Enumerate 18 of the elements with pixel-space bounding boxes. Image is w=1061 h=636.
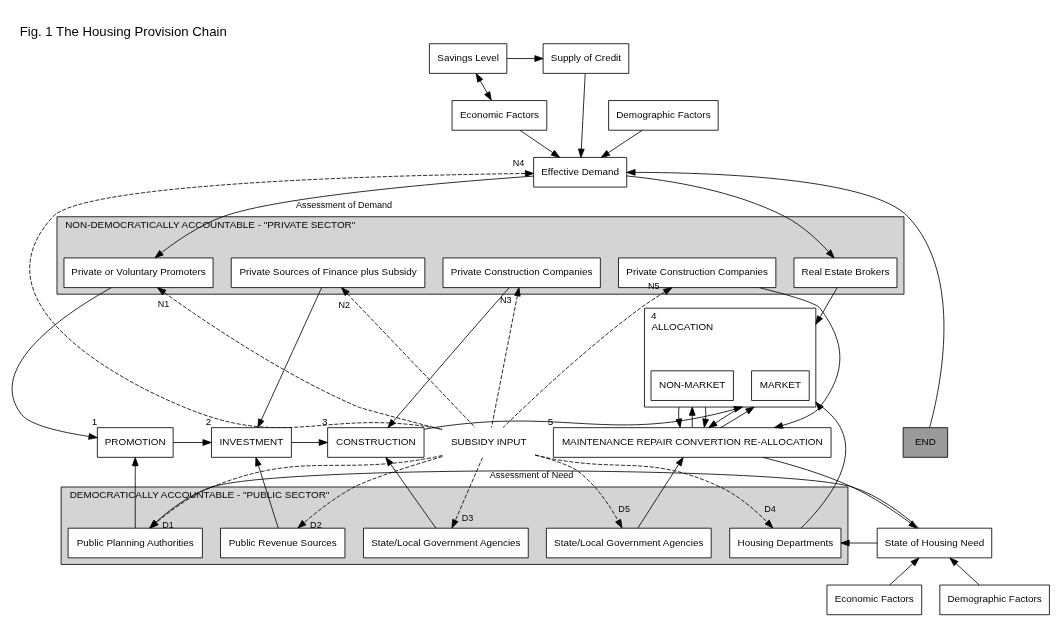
edge-label: N1 (157, 298, 170, 309)
edge-label: Assessment of Demand (296, 199, 393, 210)
node-label: 2 (205, 415, 212, 427)
edge-label: N2 (338, 299, 350, 310)
edge-label: D5 (618, 503, 630, 514)
edge-label: D1 (162, 519, 174, 530)
node-label: 5 (547, 415, 554, 427)
edge-label: N4 (512, 157, 525, 167)
node-text: SUBSIDY INPUT (450, 435, 527, 447)
edge-label: Assessment of Need (489, 469, 574, 480)
edge-label: D4 (764, 503, 776, 514)
node-label: 4 (651, 309, 657, 321)
edge-label: D3 (461, 512, 474, 523)
node-label: 3 (322, 415, 328, 427)
edge-label: N3 (500, 294, 512, 305)
diagram-title: Fig. 1 The Housing Provision Chain (19, 23, 227, 39)
node-label: 1 (91, 415, 98, 427)
edge-label: D2 (310, 519, 322, 530)
